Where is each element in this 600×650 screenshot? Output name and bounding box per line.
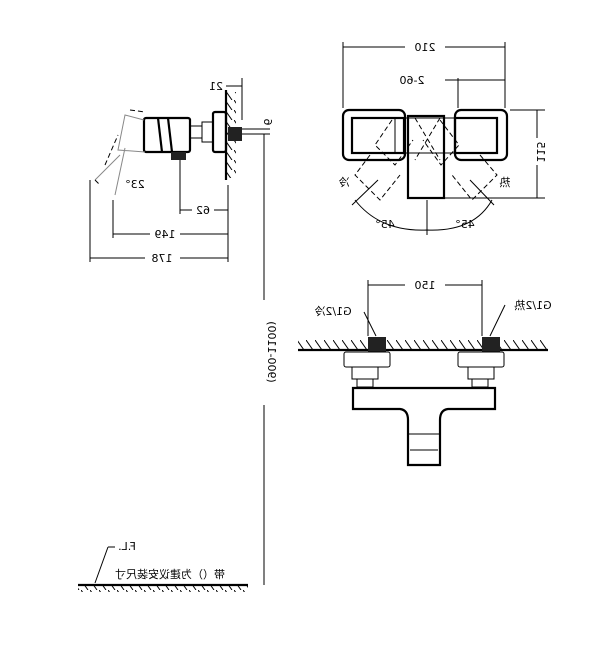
- floor-level-label: F.L.: [118, 540, 136, 553]
- valve-body-top: [394, 117, 456, 154]
- handle-dimension: 149: [155, 228, 176, 241]
- cold-inlet-thread: [368, 337, 386, 352]
- hot-inlet-label: G1/2热: [514, 299, 551, 312]
- cold-label: 冷: [339, 176, 350, 189]
- top-view: 210 2-60 115 冷 热 45° 45°: [339, 41, 547, 235]
- valve-body-side: [142, 116, 192, 154]
- installation-note: 带（）为建议安装尺寸: [115, 567, 225, 581]
- side-view: 23° 21 6 62 149 178 (900-1100): [89, 78, 278, 585]
- spacing-dimension: 150: [415, 279, 436, 292]
- cold-inlet-label: G1/2冷: [314, 305, 351, 318]
- cap-dimension: 2-60: [400, 74, 425, 87]
- hot-label: 热: [500, 176, 511, 189]
- pipe-dimension: 6: [261, 119, 274, 126]
- handle-angle: 23°: [125, 178, 145, 191]
- hot-inlet-thread: [482, 337, 500, 352]
- hot-cap-inner: [453, 116, 499, 155]
- width-dimension: 210: [415, 41, 436, 54]
- wall-offset-dimension: 21: [209, 80, 223, 93]
- depth-dimension: 115: [534, 142, 547, 163]
- height-dimension: (900-1100): [265, 321, 278, 383]
- rotation-arc: [354, 199, 493, 231]
- handle-side: [94, 114, 146, 196]
- faucet-body-front: [351, 386, 497, 467]
- angle-right: 45°: [455, 218, 475, 231]
- handle-rotation-outline: [354, 117, 498, 201]
- cold-cap-inner: [350, 116, 406, 155]
- pipe-thread: [228, 127, 242, 141]
- front-view: 150 G1/2冷 G1/2热: [298, 279, 552, 467]
- total-dimension: 178: [152, 252, 173, 265]
- angle-left: 45°: [375, 218, 395, 231]
- body-dimension: 62: [196, 204, 210, 217]
- floor-reference: F.L. 带（）为建议安装尺寸: [78, 540, 248, 592]
- spout-top: [406, 114, 446, 200]
